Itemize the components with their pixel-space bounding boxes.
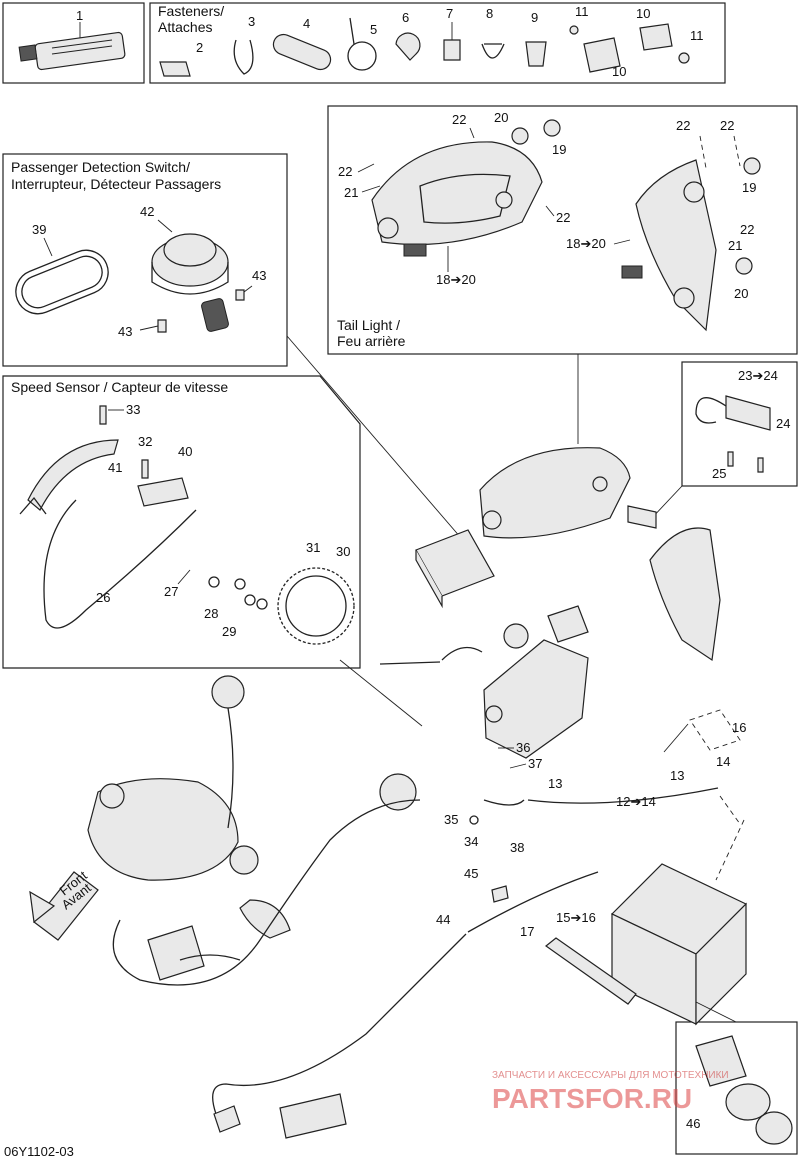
callout-22a: 22 [452, 112, 466, 127]
callout-25: 25 [712, 466, 726, 481]
callout-22b: 22 [338, 164, 352, 179]
tube-illustration [18, 31, 126, 71]
callout-18b: 18➔20 [566, 236, 606, 251]
fasteners-title-line2: Attaches [158, 19, 212, 35]
box-part-23: 23➔24 24 25 [681, 361, 798, 487]
callout-35: 35 [444, 812, 458, 827]
callout-4: 4 [303, 16, 310, 31]
callout-30: 30 [336, 544, 350, 559]
watermark-line1: ЗАПЧАСТИ И АКСЕССУАРЫ ДЛЯ МОТОТЕХНИКИ [492, 1070, 729, 1081]
module-box [415, 529, 495, 609]
callout-17: 17 [520, 924, 534, 939]
passenger-title-line2: Interrupteur, Détecteur Passagers [11, 176, 221, 192]
callout-9: 9 [531, 10, 538, 25]
callout-3: 3 [248, 14, 255, 29]
tail-light-assembly [479, 447, 721, 662]
callout-20a: 20 [494, 110, 508, 125]
callout-24: 24 [776, 416, 790, 431]
callout-26: 26 [96, 590, 110, 605]
callout-40: 40 [178, 444, 192, 459]
callout-12to14: 12➔14 [616, 794, 656, 809]
callout-22e: 22 [720, 118, 734, 133]
watermark: ЗАПЧАСТИ И АКСЕССУАРЫ ДЛЯ МОТОТЕХНИКИ PA… [492, 1070, 729, 1114]
callout-2: 2 [196, 40, 203, 55]
callout-29: 29 [222, 624, 236, 639]
callout-39: 39 [32, 222, 46, 237]
callout-36: 36 [516, 740, 530, 755]
watermark-line2: PARTSFOR.RU [492, 1083, 692, 1114]
callout-13a: 13 [670, 768, 684, 783]
callout-28: 28 [204, 606, 218, 621]
callout-16: 16 [732, 720, 746, 735]
callout-45: 45 [464, 866, 478, 881]
callout-13b: 13 [548, 776, 562, 791]
box-part-46: 46 [675, 1021, 798, 1155]
callout-14: 14 [716, 754, 730, 769]
callout-20b: 20 [734, 286, 748, 301]
battery [610, 863, 748, 1026]
callout-23to24: 23➔24 [738, 368, 778, 383]
callout-33: 33 [126, 402, 140, 417]
callout-32: 32 [138, 434, 152, 449]
box-speed-sensor: Speed Sensor / Capteur de vitesse 33 32 … [2, 375, 361, 669]
callout-37: 37 [528, 756, 542, 771]
callout-1: 1 [76, 8, 83, 23]
callout-18a: 18➔20 [436, 272, 476, 287]
callout-44: 44 [436, 912, 450, 927]
taillight-title-line1: Tail Light / [337, 317, 400, 333]
front-badge: Front Avant [29, 868, 99, 941]
passenger-title-line1: Passenger Detection Switch/ [11, 159, 190, 175]
callout-27: 27 [164, 584, 178, 599]
callout-5: 5 [370, 22, 377, 37]
callout-34: 34 [464, 834, 478, 849]
callout-8: 8 [486, 6, 493, 21]
box-item-1: 1 [2, 2, 145, 84]
callout-19a: 19 [552, 142, 566, 157]
callout-43b: 43 [118, 324, 132, 339]
callout-38: 38 [510, 840, 524, 855]
box-tail-light: Tail Light / Feu arrière 22 20 19 22 21 … [327, 105, 798, 355]
callout-21b: 21 [728, 238, 742, 253]
callout-11b: 11 [690, 28, 704, 43]
callout-22d: 22 [676, 118, 690, 133]
box-fasteners: Fasteners/ Attaches 2 3 4 5 6 7 8 9 11 1… [149, 2, 726, 84]
callout-22f: 22 [740, 222, 754, 237]
callout-46: 46 [686, 1116, 700, 1131]
callout-31: 31 [306, 540, 320, 555]
diagram-code: 06Y1102-03 [4, 1144, 74, 1159]
speed-title: Speed Sensor / Capteur de vitesse [11, 379, 228, 395]
battery-tray-assembly [379, 605, 589, 759]
taillight-title-line2: Feu arrière [337, 333, 406, 349]
front-harness [87, 675, 421, 986]
callout-11a: 11 [575, 4, 589, 19]
callout-22c: 22 [556, 210, 570, 225]
callout-43a: 43 [252, 268, 266, 283]
callout-42: 42 [140, 204, 154, 219]
callout-15to16: 15➔16 [556, 910, 596, 925]
callout-6: 6 [402, 10, 409, 25]
box-passenger-detection: Passenger Detection Switch/ Interrupteur… [2, 153, 288, 367]
callout-21a: 21 [344, 185, 358, 200]
fasteners-title-line1: Fasteners/ [158, 3, 224, 19]
callout-41: 41 [108, 460, 122, 475]
callout-7: 7 [446, 6, 453, 21]
callout-10b: 10 [636, 6, 650, 21]
callout-19b: 19 [742, 180, 756, 195]
callout-10a: 10 [612, 64, 626, 79]
